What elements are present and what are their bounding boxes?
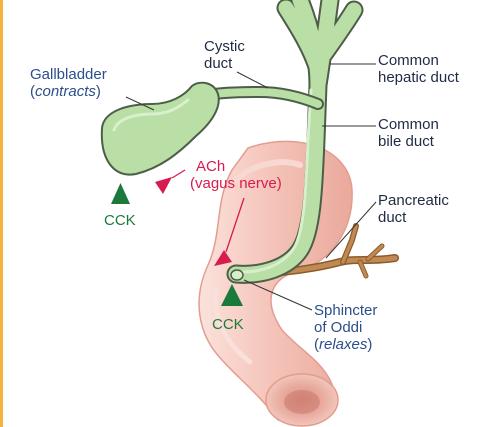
gallbladder [100, 81, 324, 176]
sphincter-paren-close: ) [367, 336, 373, 353]
gallbladder-state: contracts [35, 83, 96, 100]
cck-left-label: CCK [104, 212, 136, 229]
gallbladder-paren-open: ( [30, 83, 35, 100]
common-bile-line2: bile duct [378, 133, 434, 150]
common-hepatic-duct-label: Common hepatic duct [378, 52, 459, 86]
ach-bottom-leader [225, 197, 245, 253]
frame-bar [0, 0, 3, 427]
gallbladder-paren-close: ) [95, 83, 101, 100]
sphincter-label: Sphincter of Oddi (relaxes) [314, 302, 377, 353]
sphincter-line2: of Oddi [314, 319, 363, 336]
pancreatic-duct-label: Pancreatic duct [378, 192, 449, 226]
sphincter-line3: (relaxes) [314, 336, 377, 353]
gallbladder-label-line1: Gallbladder [30, 66, 107, 83]
common-bile-duct-label: Common bile duct [378, 116, 439, 150]
sphincter-line1: Sphincter [314, 302, 378, 319]
sphincter-paren-open: ( [314, 336, 319, 353]
cystic-duct-line1: Cystic [204, 38, 245, 55]
ach-left-marker [155, 177, 172, 194]
gallbladder-label-line2: (contracts) [30, 83, 107, 100]
ach-left-leader [171, 169, 186, 179]
cystic-duct-line2: duct [204, 55, 233, 72]
sphincter-of-oddi [230, 269, 244, 281]
pancreatic-line1: Pancreatic [378, 192, 449, 209]
leader-sphincter [243, 279, 313, 311]
bile-duct-tree [226, 0, 364, 284]
ach-line2: (vagus nerve) [190, 175, 282, 192]
ach-line1: ACh [196, 158, 226, 175]
common-hepatic-line1: Common [378, 52, 439, 69]
cck-bottom-label: CCK [212, 316, 244, 333]
sphincter-state: relaxes [319, 336, 368, 353]
cck-left-marker [111, 183, 130, 204]
common-bile-line1: Common [378, 116, 439, 133]
leader-cystic [236, 71, 269, 89]
leader-lines [125, 63, 377, 311]
cck-bottom-marker [221, 284, 243, 306]
gallbladder-label: Gallbladder (contracts) [30, 66, 107, 100]
common-hepatic-line2: hepatic duct [378, 69, 459, 86]
pancreatic-line2: duct [378, 209, 407, 226]
ach-label: ACh (vagus nerve) [190, 158, 282, 192]
leader-pancreatic [325, 201, 377, 259]
leader-gallbladder [125, 96, 155, 111]
cystic-duct-label: Cystic duct [204, 38, 245, 72]
ach-bottom-marker [214, 250, 232, 266]
